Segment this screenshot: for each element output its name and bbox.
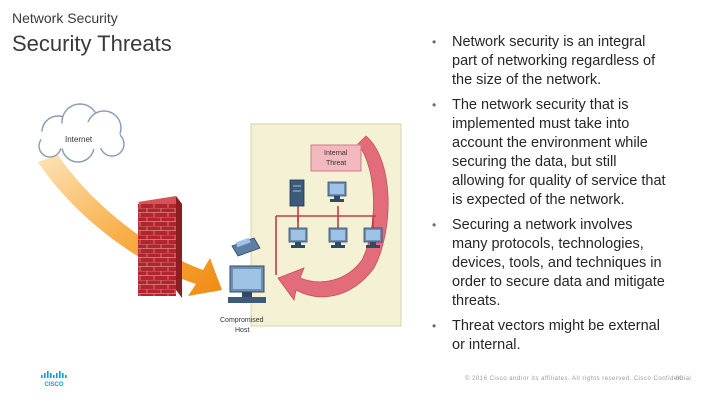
bullet-line: part of networking regardless of [452, 53, 656, 69]
internet-cloud [38, 103, 125, 163]
bullet-item: • Threat vectors might be external or in… [432, 317, 702, 355]
internal-threat-box [310, 144, 362, 172]
bullet-item: • Network security is an integral part o… [432, 33, 702, 90]
ip-phone-icon [231, 237, 261, 257]
bullet-line: securing the data, but still [452, 154, 617, 170]
compromised-host-label-1: Compromised [220, 317, 264, 324]
external-threat-label-1: External [86, 178, 114, 187]
external-threat-label-2: Threat [90, 188, 113, 197]
cisco-logo: CISCO [41, 371, 67, 388]
bullet-dot-icon: • [432, 98, 437, 112]
bullet-line: The network security that is [452, 97, 629, 113]
bullet-line: many protocols, technologies, [452, 236, 644, 252]
bullet-line: devices, tools, and techniques in [452, 255, 662, 271]
bullet-dot-icon: • [432, 35, 437, 49]
threat-diagram: Internet External Threat Internal Threat [38, 103, 402, 334]
bullet-line: Threat vectors might be external [452, 318, 660, 334]
cisco-logo-text: CISCO [44, 382, 63, 388]
bullet-line: or internal. [452, 337, 521, 353]
bullet-list: • Network security is an integral part o… [432, 33, 702, 361]
bullet-item: • Securing a network involves many proto… [432, 216, 702, 311]
bullet-line: account the environment while [452, 135, 648, 151]
internal-threat-label-2: Threat [326, 160, 346, 167]
cloud-label: Internet [65, 135, 93, 144]
slide-title: Security Threats [12, 31, 172, 56]
section-label: Network Security [12, 10, 118, 26]
compromised-host-label-2: Host [235, 327, 249, 334]
bullet-line: allowing for quality of service that [452, 173, 666, 189]
pc-icon [328, 227, 348, 248]
bullet-line: implemented must take into [452, 116, 630, 132]
bullet-line: Securing a network involves [452, 217, 633, 233]
firewall [138, 196, 182, 298]
pc-icon [363, 227, 383, 248]
bullet-dot-icon: • [432, 319, 437, 333]
bullet-item: • The network security that is implement… [432, 96, 702, 210]
bullet-line: the size of the network. [452, 72, 602, 88]
external-threat-arrow [38, 155, 222, 296]
bullet-line: threats. [452, 293, 501, 309]
bullet-dot-icon: • [432, 218, 437, 232]
server-icon [289, 179, 305, 207]
internal-threat-label-1: Internal [324, 150, 348, 157]
bullet-line: Network security is an integral [452, 34, 646, 50]
page-number: 60 [676, 376, 683, 382]
bullet-line: order to secure data and mitigate [452, 274, 665, 290]
compromised-host-icon [228, 265, 266, 303]
bullet-line: is expected of the network. [452, 192, 625, 208]
footer-copyright: © 2016 Cisco and/or its affiliates. All … [465, 376, 692, 382]
pc-icon [327, 181, 347, 202]
pc-icon [288, 227, 308, 248]
